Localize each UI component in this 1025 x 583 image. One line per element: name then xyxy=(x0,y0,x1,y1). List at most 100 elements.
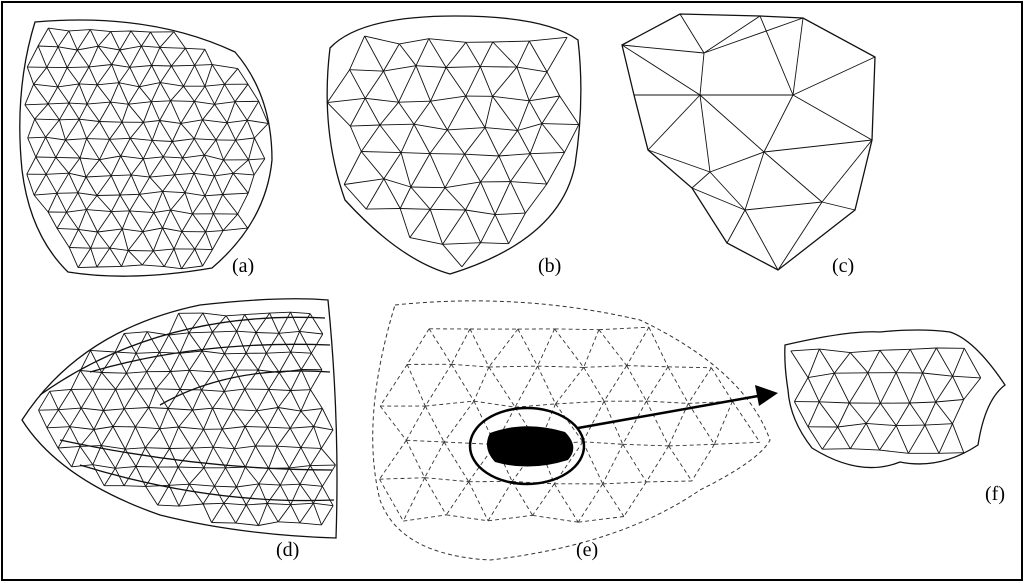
mesh-edge xyxy=(963,377,982,400)
mesh-edge xyxy=(204,194,223,197)
mesh-edge xyxy=(223,227,248,232)
mesh-edge xyxy=(935,375,953,403)
mesh-edge xyxy=(93,410,104,430)
mesh-edge xyxy=(541,123,565,153)
mesh-edge xyxy=(194,248,213,251)
mesh-edge xyxy=(162,227,175,250)
mesh-edge xyxy=(269,311,291,314)
mesh-edge xyxy=(126,372,137,390)
mesh-edge xyxy=(233,426,246,449)
mesh-edge xyxy=(222,194,239,215)
mesh-edge xyxy=(101,372,127,374)
mesh-edge xyxy=(622,443,669,447)
mesh-edge xyxy=(46,46,59,68)
mesh-edge xyxy=(626,326,650,366)
mesh-edge xyxy=(246,120,255,139)
mesh-edge xyxy=(86,138,110,140)
mesh-edge xyxy=(528,100,543,124)
mesh-edge xyxy=(205,230,224,233)
mesh-edge xyxy=(465,209,482,243)
mesh-edge xyxy=(379,478,404,522)
mesh-edge xyxy=(115,389,125,409)
mesh-edge xyxy=(225,314,245,317)
mesh-edge xyxy=(100,445,116,469)
mesh-edge xyxy=(157,485,170,506)
mesh-edge xyxy=(146,371,157,390)
mesh-edge xyxy=(27,118,36,139)
mesh-edge xyxy=(149,174,175,178)
mesh-edge xyxy=(202,312,213,333)
mesh-edge xyxy=(232,159,249,174)
mesh-edge xyxy=(191,446,214,449)
mesh-edge xyxy=(300,352,312,370)
mesh-edge xyxy=(212,428,223,448)
mesh-edge xyxy=(849,352,869,374)
mesh-edge xyxy=(468,481,489,521)
mesh-edge xyxy=(109,247,122,267)
mesh-edge xyxy=(57,86,70,104)
mesh-edge xyxy=(58,409,71,427)
mesh-edge xyxy=(313,426,322,449)
mesh-edge xyxy=(517,130,531,154)
mesh-edge xyxy=(179,353,190,371)
mesh-edge xyxy=(399,186,412,209)
mesh-edge xyxy=(349,98,366,127)
mesh-edge xyxy=(55,157,70,174)
mesh-edge xyxy=(214,84,225,105)
mesh-edge xyxy=(97,45,113,65)
mesh-edge xyxy=(406,439,445,443)
mesh-edge xyxy=(879,449,909,454)
mesh-edge xyxy=(184,192,205,197)
mesh-edge xyxy=(309,313,324,335)
mesh-edge xyxy=(865,423,880,451)
mesh-edge xyxy=(807,426,823,450)
mesh-edge xyxy=(96,175,112,196)
mesh-edge xyxy=(225,315,238,332)
mesh-edge xyxy=(952,348,965,377)
mesh-edge xyxy=(415,38,430,66)
mesh-edge xyxy=(138,86,152,102)
mesh-edge xyxy=(212,64,238,70)
mesh-edge xyxy=(203,467,215,487)
mesh-edge xyxy=(159,65,172,83)
mesh-edge xyxy=(119,49,131,68)
mesh-edge xyxy=(142,227,163,233)
mesh-edge xyxy=(541,95,561,124)
mesh-edge xyxy=(76,49,90,68)
mesh-edge xyxy=(598,329,628,366)
mesh-edge xyxy=(86,209,112,213)
mesh-edge xyxy=(142,158,151,178)
mesh-edge xyxy=(123,466,137,486)
mesh-edge xyxy=(429,209,444,245)
mesh-edge xyxy=(178,426,193,449)
mesh-edge xyxy=(170,100,195,102)
mesh-edge xyxy=(160,82,184,87)
mesh-edge xyxy=(45,157,57,175)
mesh-edge xyxy=(46,409,59,429)
mesh-edge xyxy=(123,333,137,354)
mesh-edge xyxy=(88,46,99,68)
mesh-edge xyxy=(922,372,953,377)
mesh-edge xyxy=(424,441,445,478)
mesh-edge xyxy=(118,82,140,88)
mesh-edge xyxy=(763,139,873,153)
mesh-edge xyxy=(139,190,163,195)
mesh-edge xyxy=(255,426,268,447)
mesh-edge xyxy=(290,369,302,391)
mesh-edge xyxy=(188,483,204,505)
mesh-edge xyxy=(234,369,246,390)
mesh-edge xyxy=(517,123,543,131)
mesh-outline xyxy=(19,19,273,277)
mesh-edge xyxy=(267,503,291,506)
mesh-edge xyxy=(424,405,445,443)
mesh-edge xyxy=(135,388,150,408)
mesh-edge xyxy=(848,372,869,404)
mesh-edge xyxy=(193,138,205,156)
mesh-edge xyxy=(111,64,120,83)
mesh-edge xyxy=(924,423,953,426)
mesh-edge xyxy=(278,330,300,334)
mesh-edge xyxy=(78,83,88,105)
mesh-edge xyxy=(205,231,213,250)
mesh-edge xyxy=(236,466,246,488)
mesh-edge xyxy=(38,409,59,411)
